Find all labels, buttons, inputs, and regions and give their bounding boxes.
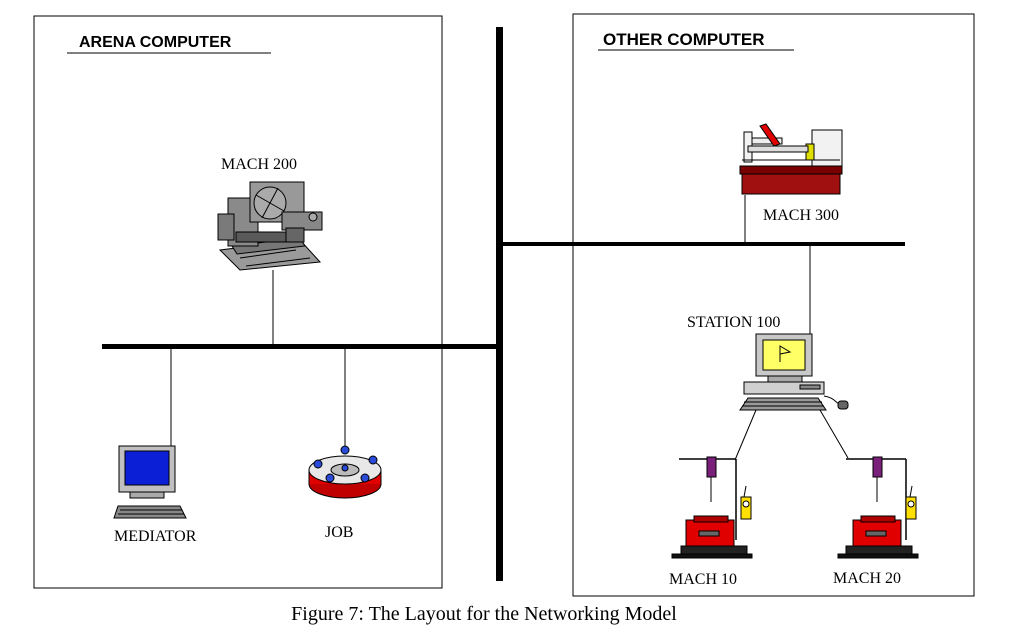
job-label: JOB [325, 524, 354, 541]
mach10-label: MACH 10 [669, 571, 738, 588]
mach10-connector [734, 409, 757, 461]
station100-label: STATION 100 [687, 314, 781, 331]
mach300-lathe-icon [739, 123, 843, 195]
mach10-machine-icon [671, 456, 753, 559]
arena-bus-line [102, 344, 498, 349]
figure-caption: Figure 7: The Layout for the Networking … [291, 603, 677, 625]
mach300-label: MACH 300 [763, 207, 840, 224]
other-bus-line [503, 242, 905, 246]
other-computer-title: OTHER COMPUTER [603, 30, 765, 49]
mach20-label: MACH 20 [833, 570, 902, 587]
mach200-label: MACH 200 [221, 156, 298, 173]
mediator-computer-icon [113, 445, 187, 519]
network-backbone [496, 27, 503, 581]
mach20-connector [819, 409, 849, 459]
job-fixture-icon [308, 445, 382, 499]
arena-computer-panel [33, 15, 443, 589]
arena-computer-title: ARENA COMPUTER [79, 34, 232, 51]
mediator-label: MEDIATOR [114, 528, 197, 545]
mach200-machine-icon [217, 181, 323, 271]
station100-computer-icon [739, 333, 849, 411]
mach20-machine-icon [837, 456, 919, 559]
other-computer-panel [572, 13, 975, 597]
